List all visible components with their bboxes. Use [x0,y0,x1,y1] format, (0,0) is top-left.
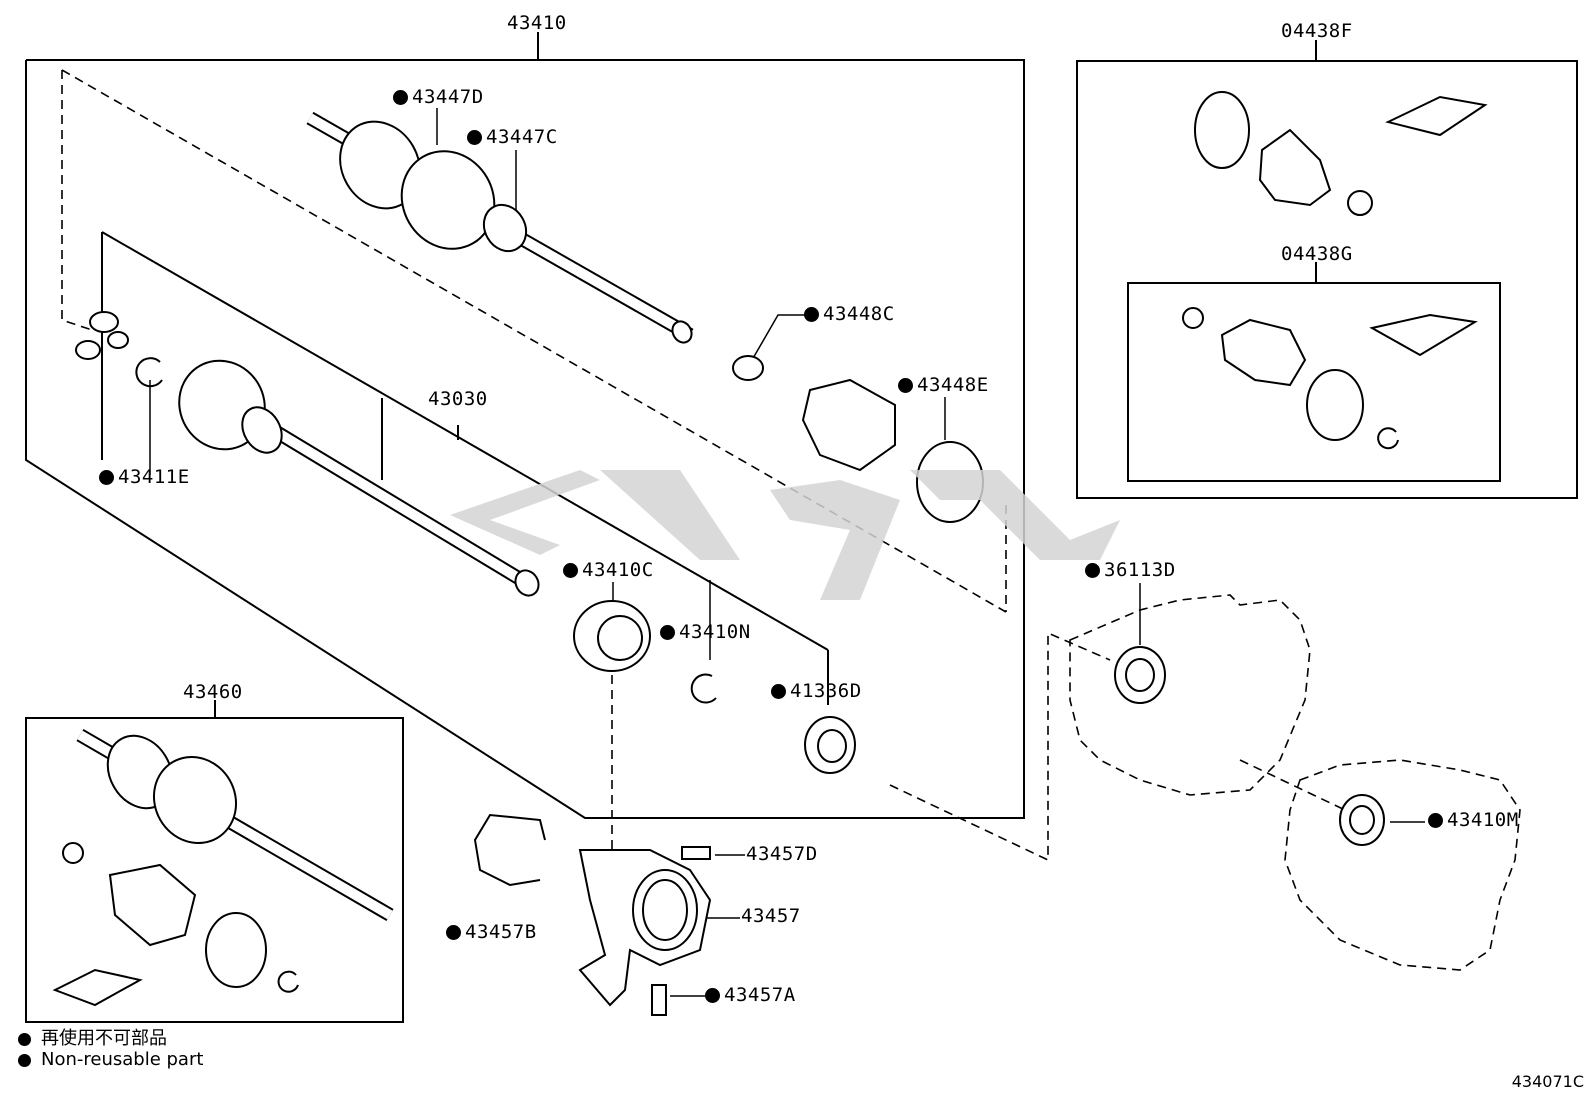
legend-non-reusable-jp: 再使用不可部品 [18,1024,167,1050]
label-43410: 43410 [507,12,567,34]
snap-ring-43410N [690,673,717,704]
bearing-43410C [573,600,651,672]
non-reusable-dot-icon [804,307,819,322]
housing-outline [1284,759,1521,971]
label-43457D: 43457D [746,843,818,865]
label-36113D: 36113D [1085,559,1176,581]
legend-non-reusable-en: Non-reusable part [18,1049,203,1070]
label-43411E: 43411E [99,466,190,488]
label-41336D: 41336D [771,680,862,702]
boot-kit-04438F-parts [1194,91,1488,216]
label-43457A: 43457A [705,984,796,1006]
legend-dot-icon [18,1054,31,1067]
diagram-code: 434071C [1511,1072,1584,1091]
label-43447C: 43447C [467,126,558,148]
outboard-shaft-assembly-43460-parts [52,728,394,1007]
label-43410N: 43410N [660,621,751,643]
inboard-joint-shaft [178,359,540,597]
non-reusable-dot-icon [660,625,675,640]
boot-kit-box-04438F [1076,60,1578,499]
label-04438F: 04438F [1281,20,1353,42]
non-reusable-dot-icon [393,90,408,105]
non-reusable-dot-icon [771,684,786,699]
non-reusable-dot-icon [563,563,578,578]
non-reusable-dot-icon [705,988,720,1003]
boot-clamp-43448C [732,355,764,381]
oil-seal-36113D [1114,646,1166,704]
boot-kit-box-04438G [1127,282,1501,482]
oil-seal-41336D [804,716,856,774]
label-43410M: 43410M [1428,809,1519,831]
non-reusable-dot-icon [467,130,482,145]
non-reusable-dot-icon [446,925,461,940]
oil-seal-43410M [1339,794,1385,846]
transaxle-case-outline [1069,594,1311,796]
tripod-joint [75,311,129,360]
non-reusable-dot-icon [1428,813,1443,828]
label-43410C: 43410C [563,559,654,581]
label-43447D: 43447D [393,86,484,108]
drive-shaft-main [306,111,694,344]
legend-dot-icon [18,1033,31,1046]
boot-kit-04438G-parts [1182,307,1478,450]
snap-ring-43411E [135,357,163,388]
watermark [450,470,1120,600]
non-reusable-dot-icon [1085,563,1100,578]
label-43460: 43460 [183,681,243,703]
label-43457: 43457 [741,905,801,927]
label-43457B: 43457B [446,921,537,943]
bearing-bracket-43457 [578,849,712,1007]
label-43448E: 43448E [898,374,989,396]
bolt-43457A [651,984,667,1016]
label-43448C: 43448C [804,303,895,325]
hole-snap-ring-43457B [473,813,546,887]
assembly-box-43410 [25,59,1025,819]
non-reusable-dot-icon [99,470,114,485]
non-reusable-dot-icon [898,378,913,393]
label-43030: 43030 [428,388,488,410]
bolt-43457D [681,846,711,860]
label-04438G: 04438G [1281,243,1353,265]
